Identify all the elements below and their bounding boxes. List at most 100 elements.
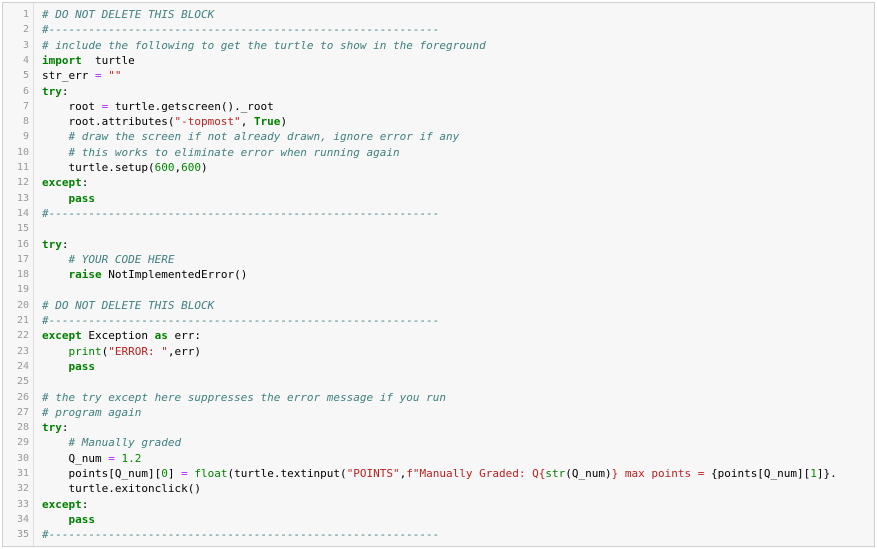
code-line[interactable]: pass: [34, 191, 874, 206]
code-token: # this works to eliminate error when run…: [42, 145, 400, 159]
code-line[interactable]: # the try except here suppresses the err…: [34, 390, 874, 405]
code-line[interactable]: # draw the screen if not already drawn, …: [34, 129, 874, 144]
code-token: =: [181, 467, 188, 480]
line-number: 2: [22, 24, 29, 36]
code-line[interactable]: # Manually graded: [34, 435, 874, 450]
line-number: 11: [16, 162, 29, 173]
code-line[interactable]: turtle.exitonclick(): [34, 481, 874, 496]
code-line[interactable]: #---------------------------------------…: [34, 22, 874, 37]
line-number: 32: [16, 483, 29, 495]
code-line[interactable]: # program again: [34, 405, 874, 420]
code-token: # Manually graded: [42, 436, 182, 450]
code-token: turtle: [81, 53, 135, 67]
code-line[interactable]: except:: [34, 497, 874, 512]
code-line[interactable]: #---------------------------------------…: [34, 527, 874, 542]
code-token: 600: [154, 161, 175, 174]
code-line[interactable]: pass: [34, 359, 874, 374]
code-token: except: [42, 329, 82, 343]
code-line[interactable]: points[Q_num][0] = float(turtle.textinpu…: [34, 466, 874, 481]
code-token: 0: [161, 467, 168, 480]
line-number: 35: [16, 529, 29, 541]
code-token: points[Q_num][: [42, 467, 162, 480]
code-token: :: [61, 421, 69, 435]
line-number: 24: [16, 360, 29, 372]
code-token: raise: [68, 268, 102, 282]
code-token: :: [61, 237, 69, 251]
line-number: 10: [16, 146, 29, 158]
code-line[interactable]: #---------------------------------------…: [34, 313, 874, 328]
code-token: ,: [174, 161, 182, 174]
code-line[interactable]: #---------------------------------------…: [34, 206, 874, 221]
code-token: "POINTS": [346, 467, 400, 480]
line-number: 12: [16, 177, 29, 189]
code-line[interactable]: raise NotImplementedError(): [34, 267, 874, 282]
code-token: "-topmost": [174, 115, 241, 129]
code-token: pass: [68, 359, 96, 373]
code-token: str_err: [42, 69, 95, 83]
line-number: 7: [22, 100, 29, 112]
code-line[interactable]: Q_num = 1.2: [34, 451, 874, 466]
code-line[interactable]: [34, 221, 874, 236]
code-line[interactable]: str_err = "": [34, 68, 874, 83]
code-token: root: [42, 99, 102, 113]
code-line[interactable]: print("ERROR: ",err): [34, 344, 874, 359]
code-token: err:: [167, 329, 201, 343]
code-line[interactable]: [34, 374, 874, 389]
code-line[interactable]: [34, 282, 874, 297]
code-line[interactable]: pass: [34, 512, 874, 527]
code-token: except: [42, 176, 82, 190]
code-line[interactable]: # DO NOT DELETE THIS BLOCK: [34, 7, 874, 22]
line-number: 19: [16, 284, 29, 296]
code-token: ]: [167, 467, 182, 480]
code-line[interactable]: try:: [34, 420, 874, 435]
code-line[interactable]: try:: [34, 84, 874, 99]
line-number: 21: [16, 315, 29, 326]
code-token: [42, 345, 69, 358]
line-number: 18: [16, 269, 29, 281]
code-token: try: [42, 421, 62, 435]
code-token: turtle.getscreen()._root: [108, 99, 274, 113]
code-line[interactable]: root = turtle.getscreen()._root: [34, 99, 874, 114]
code-token: ,err): [167, 344, 201, 358]
code-token: #---------------------------------------…: [42, 206, 440, 220]
line-number: 8: [22, 116, 29, 128]
code-token: [42, 513, 69, 526]
code-token: # draw the screen if not already drawn, …: [42, 130, 460, 144]
code-line[interactable]: root.attributes("-topmost", True): [34, 114, 874, 129]
code-token: f"Manually Graded: Q{: [406, 467, 546, 480]
line-number: 4: [22, 54, 29, 66]
code-token: ]}.: [816, 467, 837, 480]
code-line[interactable]: try:: [34, 237, 874, 252]
code-token: except: [42, 497, 82, 511]
code-token: "": [108, 69, 122, 83]
code-token: str: [545, 467, 566, 480]
line-number: 27: [16, 406, 29, 418]
code-line[interactable]: import turtle: [34, 53, 874, 68]
code-token: (Q_num): [565, 467, 612, 480]
code-token: root.attributes(: [42, 115, 175, 129]
code-token: Exception: [81, 329, 155, 343]
code-token: {points[Q_num][: [710, 467, 811, 480]
code-line[interactable]: # YOUR CODE HERE: [34, 252, 874, 267]
code-line[interactable]: # this works to eliminate error when run…: [34, 145, 874, 160]
code-token: #---------------------------------------…: [42, 23, 440, 37]
code-line[interactable]: turtle.setup(600,600): [34, 160, 874, 175]
line-number: 1: [22, 9, 29, 20]
code-line[interactable]: except:: [34, 175, 874, 190]
code-line[interactable]: # DO NOT DELETE THIS BLOCK: [34, 298, 874, 313]
code-token: (: [101, 344, 109, 358]
code-line[interactable]: except Exception as err:: [34, 328, 874, 343]
line-number: 16: [16, 238, 29, 250]
code-token: "ERROR: ": [108, 344, 168, 358]
code-line[interactable]: # include the following to get the turtl…: [34, 38, 874, 53]
code-token: turtle.setup(: [42, 161, 155, 174]
line-number: 28: [16, 422, 29, 434]
code-token: try: [42, 84, 62, 98]
line-number: 9: [22, 131, 29, 143]
code-area[interactable]: # DO NOT DELETE THIS BLOCK#-------------…: [34, 3, 874, 546]
code-token: } max points =: [611, 467, 711, 480]
line-number: 22: [16, 330, 29, 342]
code-token: pass: [68, 191, 96, 205]
code-token: (turtle.textinput(: [227, 467, 347, 480]
